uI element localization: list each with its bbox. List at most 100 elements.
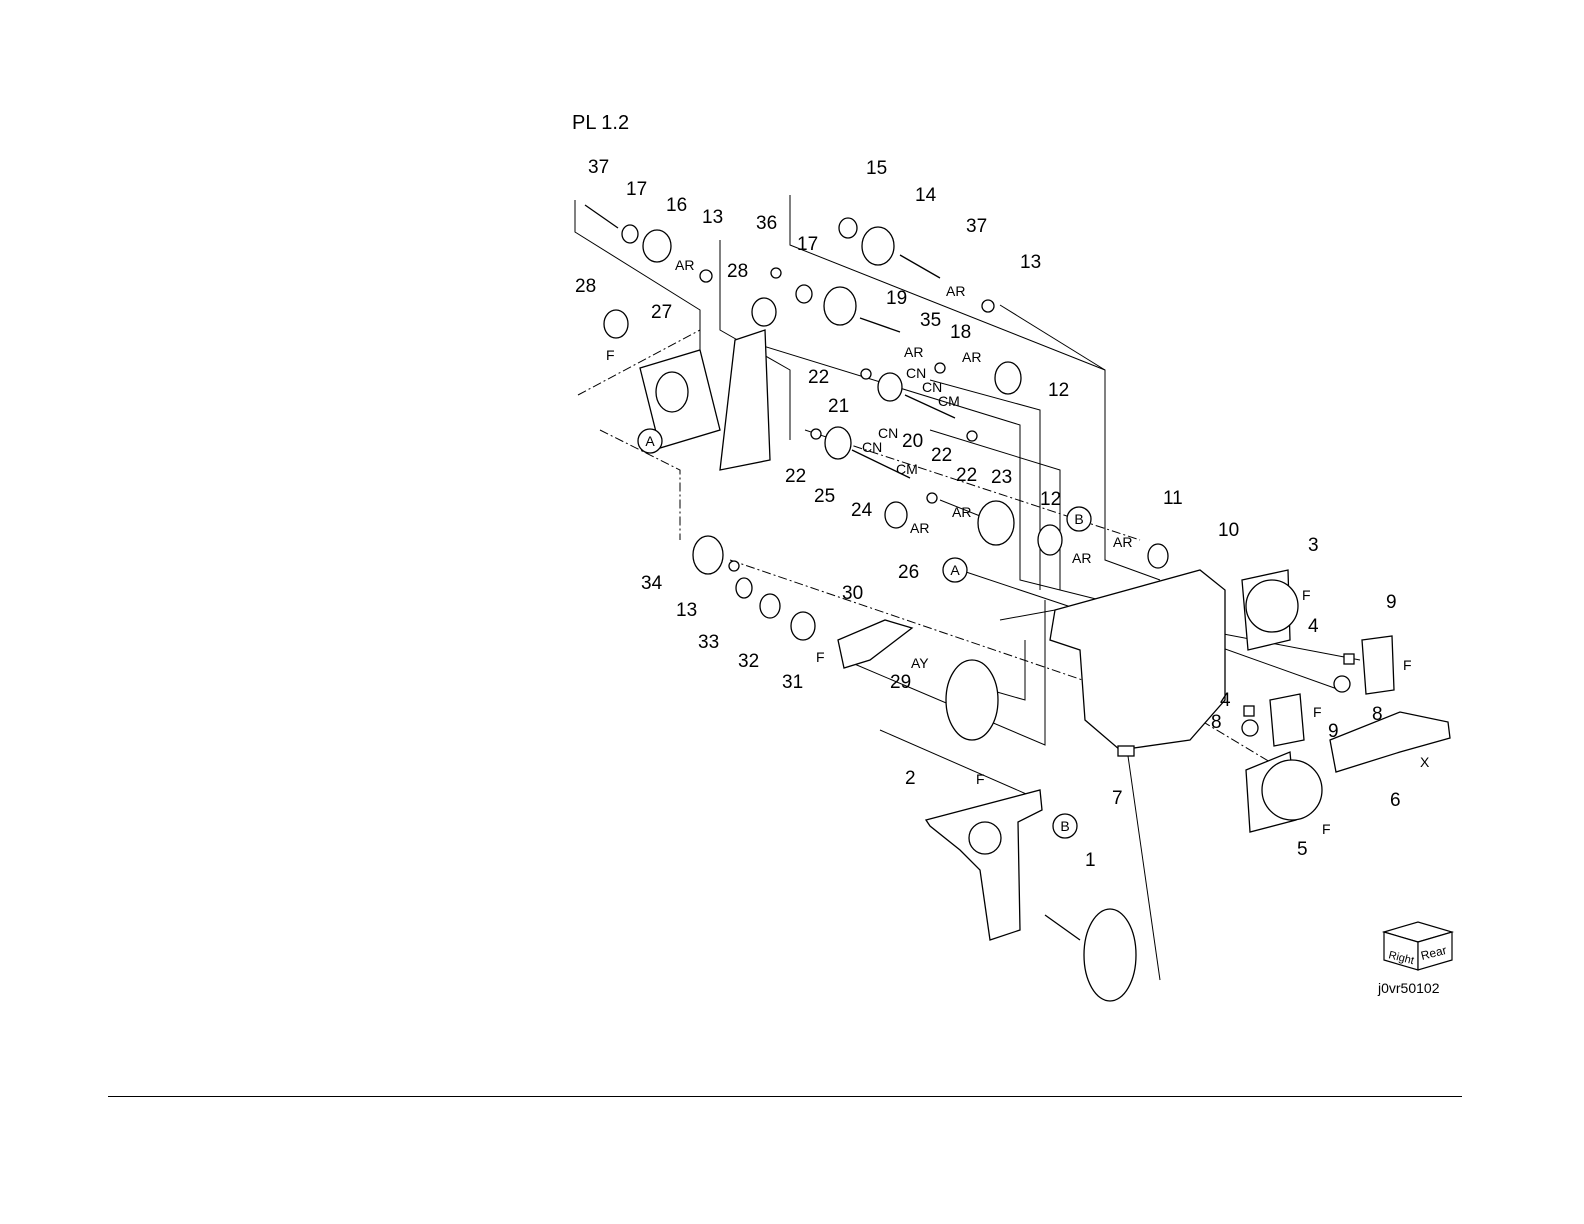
gear-23 [978, 501, 1014, 545]
note-ar: AR [1072, 550, 1091, 566]
clutch-14 [862, 227, 894, 265]
note-f: F [1313, 704, 1322, 720]
actuator-8-lower [1242, 720, 1258, 736]
plate-center [720, 330, 770, 470]
callout-2: 2 [905, 768, 916, 789]
callout-11: 11 [1163, 488, 1183, 509]
callout-31: 31 [782, 672, 803, 693]
callout-30: 30 [842, 583, 863, 604]
connector-a: A [950, 562, 960, 578]
note-ar: AR [946, 283, 965, 299]
shaft-35 [860, 318, 900, 332]
bearing-22-b [811, 429, 821, 439]
actuator-8-upper [1334, 676, 1350, 692]
gear-12-bottom [1038, 525, 1062, 555]
note-ar: AR [904, 344, 923, 360]
gear-29 [946, 660, 998, 740]
sensor-4-upper [1344, 654, 1354, 664]
note-f: F [1302, 587, 1311, 603]
callout-17: 17 [797, 234, 818, 255]
note-x: X [1420, 754, 1430, 770]
connector-b: B [1074, 511, 1083, 527]
callout-13: 13 [676, 600, 697, 621]
callout-12: 12 [1040, 489, 1061, 510]
note-cn: CN [862, 439, 882, 455]
gear-12-top [995, 362, 1021, 394]
note-cm: CM [938, 393, 960, 409]
bracket-6 [1330, 712, 1450, 772]
callout-8: 8 [1211, 712, 1222, 733]
callout-34: 34 [641, 573, 663, 594]
parts [585, 205, 1450, 1001]
bearing-22-a [861, 369, 871, 379]
callout-33: 33 [698, 632, 719, 653]
note-f: F [816, 649, 825, 665]
callout-3: 3 [1308, 535, 1319, 556]
callout-22: 22 [956, 465, 977, 486]
gear-26 [885, 502, 907, 528]
e-ring-13-right [982, 300, 994, 312]
connector-b: B [1060, 818, 1069, 834]
callout-17: 17 [626, 179, 647, 200]
note-f: F [606, 347, 615, 363]
callout-7: 7 [1112, 788, 1123, 809]
gear-15 [839, 218, 857, 238]
shaft-37-left [585, 205, 618, 228]
note-ar: AR [675, 257, 694, 273]
callout-1: 1 [1085, 850, 1096, 871]
callout-6: 6 [1390, 790, 1401, 811]
callout-20: 20 [902, 431, 923, 452]
bracket-2 [926, 790, 1042, 940]
footer-rule [108, 1096, 1462, 1097]
callout-37: 37 [966, 216, 987, 237]
figure-id: j0vr50102 [1378, 980, 1440, 996]
callout-32: 32 [738, 651, 759, 672]
note-cm: CM [896, 461, 918, 477]
callout-29: 29 [890, 672, 911, 693]
callout-8: 8 [1372, 704, 1383, 725]
note-ar: AR [910, 520, 929, 536]
callout-25: 25 [814, 486, 835, 507]
callout-27: 27 [651, 302, 672, 323]
callout-14: 14 [915, 185, 937, 206]
e-ring-13-left [700, 270, 712, 282]
callout-21: 21 [828, 396, 849, 417]
callout-26: 26 [898, 562, 919, 583]
callout-22: 22 [931, 445, 952, 466]
callout-15: 15 [866, 158, 887, 179]
bearing-36 [771, 268, 781, 278]
callout-36: 36 [756, 213, 777, 234]
gear-34 [693, 536, 723, 574]
gear-33 [736, 578, 752, 598]
actuator-7 [1118, 746, 1134, 756]
gear-27 [656, 372, 688, 412]
motor-5 [1262, 760, 1322, 820]
callout-28: 28 [575, 276, 596, 297]
callout-23: 23 [991, 467, 1012, 488]
bearing-17-mid [796, 285, 812, 303]
note-f: F [1322, 821, 1331, 837]
callout-19: 19 [886, 288, 907, 309]
clutch-19 [824, 287, 856, 325]
bearing-17-left [622, 225, 638, 243]
gear-1 [1084, 909, 1136, 1001]
callout-13: 13 [1020, 252, 1041, 273]
gear-11 [1148, 544, 1168, 568]
gear-28-mid [752, 298, 776, 326]
callout-10: 10 [1218, 520, 1239, 541]
frame-10 [1050, 570, 1225, 750]
bracket-9-lower [1270, 694, 1304, 746]
callout-16: 16 [666, 195, 687, 216]
bearing-22-c [927, 493, 937, 503]
callout-12: 12 [1048, 380, 1069, 401]
note-f: F [976, 771, 985, 787]
e-ring-13-bottom [729, 561, 739, 571]
callout-18: 18 [950, 322, 971, 343]
callout-4: 4 [1220, 690, 1231, 711]
note-ar: AR [952, 504, 971, 520]
callout-9: 9 [1386, 592, 1397, 613]
note-f: F [1403, 657, 1412, 673]
callout-28: 28 [727, 261, 748, 282]
bracket-2-hole [969, 822, 1001, 854]
